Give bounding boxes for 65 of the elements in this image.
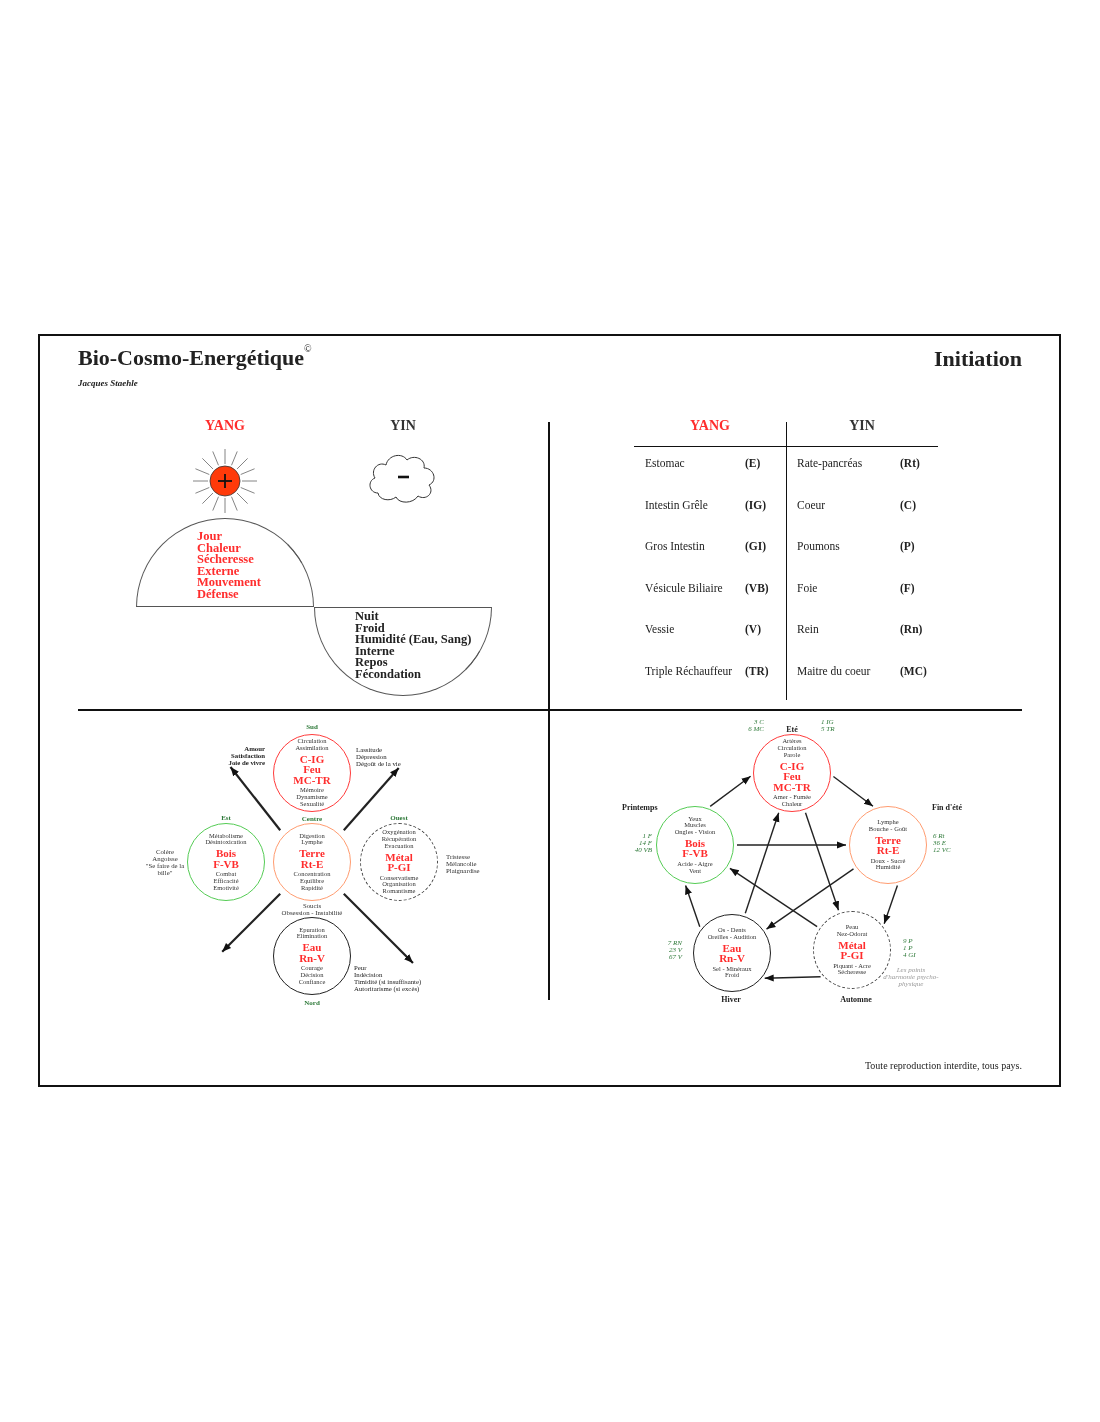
element-name: Bois F-VB bbox=[213, 848, 239, 870]
title: Bio-Cosmo-Energétique$^{©}$ bbox=[78, 345, 312, 371]
table-cell: (P) bbox=[900, 540, 915, 552]
table-cell: (Rn) bbox=[900, 623, 923, 635]
arrow bbox=[883, 884, 899, 925]
element-name: Terre Rt-E bbox=[299, 848, 325, 870]
table-cell: Gros Intestin bbox=[645, 540, 705, 552]
season-label: Fin d'été bbox=[932, 803, 962, 812]
arrow bbox=[729, 867, 818, 928]
column-heading: YIN bbox=[849, 418, 875, 434]
table-cell: Maitre du coeur bbox=[797, 664, 871, 677]
arrow bbox=[343, 893, 414, 964]
arrow bbox=[744, 812, 780, 914]
season-label: Eté bbox=[786, 725, 798, 734]
element-circle bbox=[693, 914, 771, 992]
table-cell: (IG) bbox=[745, 498, 767, 511]
season-label: Automne bbox=[840, 995, 872, 1004]
table-cell: (MC) bbox=[900, 664, 927, 677]
table-cell: (E) bbox=[745, 457, 761, 469]
table-cell: (V) bbox=[745, 623, 761, 635]
arrow bbox=[736, 841, 847, 849]
element-name: Métal P-GI bbox=[385, 851, 413, 873]
table-cell: (Rt) bbox=[900, 457, 920, 469]
element-name: Eau Rn-V bbox=[299, 942, 325, 964]
element-name: C-IG Feu MC-TR bbox=[293, 753, 331, 786]
element-name: Eau Rn-V bbox=[719, 942, 745, 964]
arrow bbox=[221, 893, 281, 953]
element-name: C-IG Feu MC-TR bbox=[773, 760, 811, 793]
table-cell: (F) bbox=[900, 581, 915, 594]
table-cell: Intestin Grêle bbox=[645, 498, 708, 511]
column-heading: YIN bbox=[390, 418, 416, 434]
arrow bbox=[764, 974, 822, 982]
column-heading: YANG bbox=[690, 418, 730, 434]
table-cell: Vessie bbox=[645, 623, 675, 635]
table-cell: Rate-pancréas bbox=[797, 457, 863, 469]
arrow bbox=[804, 812, 840, 911]
footer-text: Toute reproduction interdite, tous pays. bbox=[864, 1060, 1022, 1071]
author-name: Jacques Staehle bbox=[78, 378, 138, 388]
table-cell: Poumons bbox=[797, 540, 840, 552]
season-label: Printemps bbox=[622, 803, 658, 812]
table-cell: (C) bbox=[900, 498, 916, 511]
table-cell: (VB) bbox=[745, 581, 769, 594]
arrow bbox=[684, 884, 701, 928]
arrow bbox=[342, 767, 400, 831]
table-cell: (GI) bbox=[745, 540, 767, 552]
table-cell: Foie bbox=[797, 581, 818, 594]
arrow bbox=[229, 766, 282, 831]
table-cell: Rein bbox=[797, 623, 819, 635]
element-name: Bois F-VB bbox=[682, 837, 708, 859]
quality-list: Jour Chaleur Sécheresse Externe Mouvement Défense bbox=[197, 531, 261, 601]
subtitle: Initiation bbox=[933, 346, 1022, 372]
table-cell: (TR) bbox=[745, 664, 769, 677]
table-cell: Coeur bbox=[797, 498, 826, 511]
arrow bbox=[709, 775, 752, 808]
element-name: Métal P-GI bbox=[838, 939, 866, 961]
table-cell: Triple Réchauffeur bbox=[645, 664, 733, 677]
arrow bbox=[765, 868, 855, 930]
table-cell: Estomac bbox=[645, 457, 685, 469]
element-circle bbox=[273, 823, 351, 901]
table-cell: Vésicule Biliaire bbox=[645, 581, 723, 594]
quality-list: Nuit Froid Humidité (Eau, Sang) Interne Repos Fécondation bbox=[355, 611, 472, 681]
column-heading: YANG bbox=[205, 418, 245, 434]
element-name: Terre Rt-E bbox=[875, 834, 901, 856]
arrow bbox=[832, 775, 874, 807]
season-label: Hiver bbox=[721, 995, 741, 1004]
